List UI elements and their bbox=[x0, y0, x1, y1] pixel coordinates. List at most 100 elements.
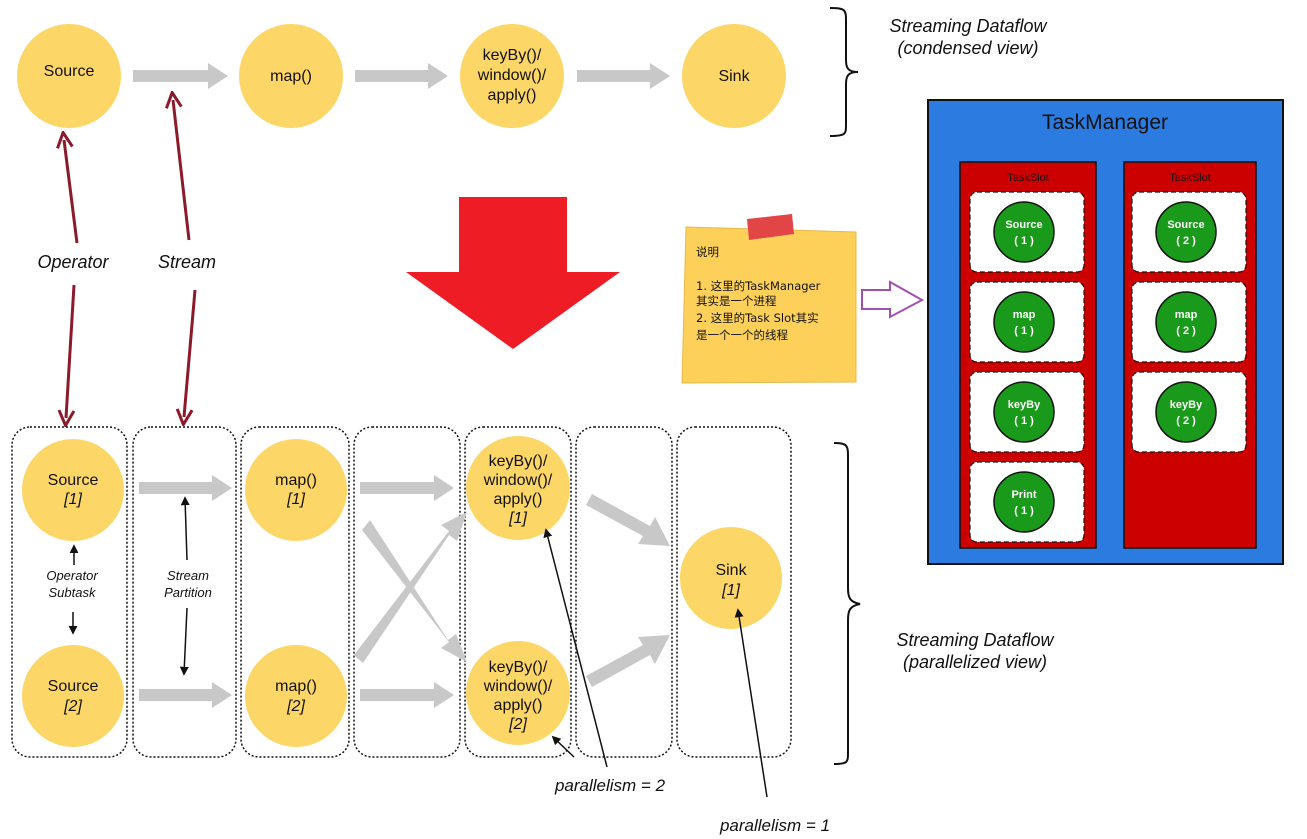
column-source bbox=[11, 426, 128, 758]
par-arrow-src1-map1 bbox=[139, 475, 232, 501]
operator-down-arrow bbox=[66, 284, 76, 418]
parallelism1-pointer bbox=[734, 608, 768, 798]
parallel-caption-line2: (parallelized view) bbox=[903, 652, 1047, 672]
operator-up-arrow bbox=[64, 140, 79, 244]
par-keyby-2: keyBy()/ window()/ apply() [2] bbox=[466, 641, 570, 745]
condensed-arrow-2 bbox=[355, 63, 448, 89]
par-arrow-key1-sink bbox=[586, 494, 670, 546]
par-map-2-idx: [2] bbox=[286, 698, 305, 715]
par-arrow-map1-key2 bbox=[362, 520, 467, 662]
condensed-brace bbox=[829, 7, 859, 137]
condensed-keyby-line3: apply() bbox=[488, 87, 537, 104]
partition-up-arrow bbox=[180, 496, 190, 561]
par-arrow-map2-key1 bbox=[354, 512, 467, 663]
par-sink-1-idx: [1] bbox=[721, 582, 740, 599]
taskslot-2-title: TaskSlot bbox=[1169, 172, 1211, 184]
par-arrow-key2-sink bbox=[586, 635, 670, 687]
transform-arrow bbox=[406, 197, 620, 349]
slot1-op3-name: keyBy bbox=[1008, 399, 1041, 411]
stream-down-arrow bbox=[184, 289, 197, 417]
parallelism2-pointer-b bbox=[551, 735, 575, 758]
par-keyby-2-line3: apply() bbox=[494, 697, 543, 714]
par-keyby-1-line3: apply() bbox=[494, 491, 543, 508]
slot1-op3-idx: ( 1 ) bbox=[1014, 415, 1034, 427]
slot1-op2-idx: ( 1 ) bbox=[1014, 325, 1034, 337]
stream-up-arrow bbox=[173, 100, 191, 241]
par-source-1: Source [1] bbox=[22, 439, 124, 541]
par-source-2: Source [2] bbox=[22, 645, 124, 747]
taskmanager: TaskManager TaskSlot Source ( 1 ) map ( … bbox=[927, 99, 1284, 565]
par-keyby-2-idx: [2] bbox=[508, 716, 527, 733]
slot1-op4-idx: ( 1 ) bbox=[1014, 505, 1034, 517]
column-stream bbox=[132, 426, 237, 758]
par-map-2-label: map() bbox=[275, 678, 317, 695]
par-map-1: map() [1] bbox=[245, 439, 347, 541]
concept-links: Operator Stream bbox=[37, 100, 216, 418]
par-keyby-2-line2: window()/ bbox=[483, 678, 553, 695]
slot2-op2-idx: ( 2 ) bbox=[1176, 325, 1196, 337]
parallel-caption-line1: Streaming Dataflow bbox=[896, 630, 1054, 650]
note-tape bbox=[747, 214, 794, 240]
par-arrow-src2-map2 bbox=[139, 682, 232, 708]
par-keyby-1: keyBy()/ window()/ apply() [1] bbox=[466, 436, 570, 540]
operator-subtask-line1: Operator bbox=[46, 568, 98, 583]
slot1-op4-name: Print bbox=[1011, 489, 1036, 501]
parallelism2-pointer-a bbox=[543, 528, 608, 768]
taskslot-2: TaskSlot Source ( 2 ) map ( 2 ) keyBy ( … bbox=[1123, 161, 1257, 549]
column-shuffle bbox=[353, 426, 461, 758]
par-arrow-map2-key2 bbox=[360, 682, 454, 708]
condensed-arrow-3 bbox=[577, 63, 670, 89]
stream-partition-line1: Stream bbox=[167, 568, 209, 583]
stream-partition-line2: Partition bbox=[164, 585, 212, 600]
note-line-4: 其实是一个进程 bbox=[696, 294, 777, 308]
condensed-sink-label: Sink bbox=[718, 68, 750, 85]
par-source-2-idx: [2] bbox=[63, 698, 82, 715]
par-keyby-1-line1: keyBy()/ bbox=[489, 453, 548, 470]
par-arrow-map1-key1 bbox=[360, 475, 454, 501]
par-keyby-1-idx: [1] bbox=[508, 510, 527, 527]
condensed-caption-line2: (condensed view) bbox=[897, 38, 1038, 58]
note-line-1: 说明 bbox=[696, 245, 719, 259]
par-map-1-idx: [1] bbox=[286, 491, 305, 508]
parallelism-1-label: parallelism = 1 bbox=[719, 816, 830, 835]
taskslot-1: TaskSlot Source ( 1 ) map ( 1 ) keyBy ( … bbox=[959, 161, 1097, 549]
slot1-op1-idx: ( 1 ) bbox=[1014, 235, 1034, 247]
slot2-op2-name: map bbox=[1175, 309, 1198, 321]
condensed-keyby: keyBy()/ window()/ apply() bbox=[460, 24, 564, 128]
par-sink-1: Sink [1] bbox=[680, 527, 782, 629]
stream-label: Stream bbox=[158, 252, 216, 272]
par-map-1-label: map() bbox=[275, 472, 317, 489]
condensed-keyby-line2: window()/ bbox=[477, 67, 547, 84]
par-keyby-2-line1: keyBy()/ bbox=[489, 659, 548, 676]
slot1-op1-name: Source bbox=[1005, 219, 1042, 231]
condensed-view: Source map() keyBy()/ window()/ apply() … bbox=[17, 7, 1048, 137]
par-source-2-label: Source bbox=[48, 678, 99, 695]
condensed-caption-line1: Streaming Dataflow bbox=[889, 16, 1047, 36]
par-map-2: map() [2] bbox=[245, 645, 347, 747]
parallelized-view: Source [1] Source [2] map() [1] map() [2… bbox=[11, 426, 1055, 835]
condensed-keyby-line1: keyBy()/ bbox=[483, 47, 542, 64]
slot2-op3-idx: ( 2 ) bbox=[1176, 415, 1196, 427]
condensed-source-label: Source bbox=[44, 63, 95, 80]
slot2-op1-idx: ( 2 ) bbox=[1176, 235, 1196, 247]
note-line-3: 1. 这里的TaskManager bbox=[696, 279, 821, 293]
condensed-arrow-1 bbox=[133, 63, 228, 89]
condensed-sink: Sink bbox=[682, 24, 786, 128]
slot1-op2-name: map bbox=[1013, 309, 1036, 321]
slot2-op1-name: Source bbox=[1167, 219, 1204, 231]
operator-subtask-line2: Subtask bbox=[49, 585, 97, 600]
sticky-note: 说明 1. 这里的TaskManager 其实是一个进程 2. 这里的Task … bbox=[681, 214, 857, 384]
column-to-sink bbox=[575, 426, 673, 758]
taskslot-1-title: TaskSlot bbox=[1007, 172, 1049, 184]
slot2-op3-name: keyBy bbox=[1170, 399, 1203, 411]
par-source-1-label: Source bbox=[48, 472, 99, 489]
taskmanager-title: TaskManager bbox=[1042, 111, 1168, 134]
condensed-map: map() bbox=[239, 24, 343, 128]
condensed-source: Source bbox=[17, 24, 121, 128]
parallelism-2-label: parallelism = 2 bbox=[554, 776, 666, 795]
note-line-6: 是一个一个的线程 bbox=[696, 328, 788, 342]
partition-down-arrow bbox=[179, 607, 189, 676]
column-map bbox=[240, 426, 350, 758]
column-sink bbox=[676, 426, 792, 758]
